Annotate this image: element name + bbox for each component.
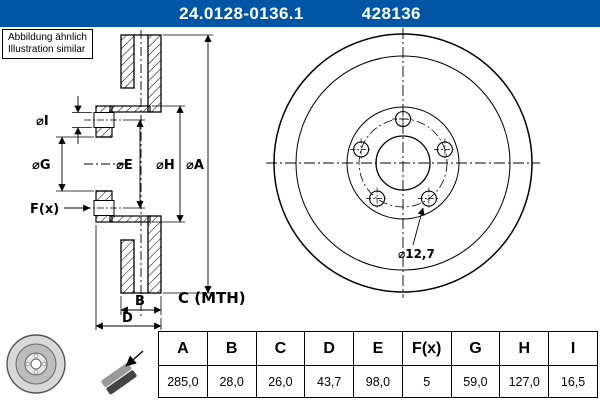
bolt-hole-upper-right <box>433 138 456 161</box>
note-box: Abbildung ähnlich Illustration similar <box>2 29 93 59</box>
col-value: 5 <box>401 365 452 398</box>
col-header: F(x) <box>401 331 452 366</box>
label-dia-h: ⌀H <box>156 158 175 173</box>
col-header: A <box>158 331 208 366</box>
disc-pictogram <box>6 334 66 394</box>
bolt-hole-lower-right <box>417 187 440 210</box>
note-line-en: Illustration similar <box>8 44 86 55</box>
label-hole-dia: ⌀12,7 <box>398 247 435 261</box>
col-header: H <box>499 331 550 366</box>
bolt-hole-upper-left <box>350 138 373 161</box>
front-view <box>266 28 540 298</box>
bolt-hole-top <box>392 108 414 130</box>
col-value: 59,0 <box>450 365 501 398</box>
header-bar: 24.0128-0136.1 428136 <box>0 0 600 27</box>
col-value: 26,0 <box>255 365 306 398</box>
col-value: 98,0 <box>353 365 403 398</box>
section-dimensions <box>56 34 213 330</box>
col-header: G <box>450 331 501 366</box>
col-value: 16,5 <box>548 365 598 398</box>
section-view <box>84 30 162 318</box>
label-dia-a: ⌀A <box>186 158 204 173</box>
part-number: 24.0128-0136.1 <box>179 3 304 23</box>
label-c-mth: C (MTH) <box>178 289 246 307</box>
col-value: 28,0 <box>206 365 257 398</box>
col-header: E <box>353 331 403 366</box>
label-b: B <box>135 294 145 309</box>
table-value-row: 285,0 28,0 26,0 43,7 98,0 5 59,0 127,0 1… <box>158 365 598 398</box>
label-dia-e: ⌀E <box>116 158 133 173</box>
note-line-de: Abbildung ähnlich <box>8 32 87 43</box>
col-header: C <box>255 331 306 366</box>
col-header: I <box>548 331 598 366</box>
reference-number: 428136 <box>361 3 421 23</box>
col-value: 43,7 <box>304 365 355 398</box>
bolt-hole-lower-left <box>366 187 389 210</box>
col-header: B <box>206 331 257 366</box>
dimension-table: A B C D E F(x) G H I 285,0 28,0 26,0 43,… <box>158 331 598 398</box>
col-value: 285,0 <box>158 365 208 398</box>
table-header-row: A B C D E F(x) G H I <box>158 331 598 366</box>
label-d: D <box>122 311 133 326</box>
pad-direction-arrow <box>125 350 144 367</box>
brake-pad-pictogram <box>101 350 144 395</box>
label-dia-g: ⌀G <box>32 158 51 173</box>
col-value: 127,0 <box>499 365 550 398</box>
col-header: D <box>304 331 355 366</box>
label-dia-i: ⌀I <box>36 114 49 129</box>
label-f: F(x) <box>30 202 59 217</box>
